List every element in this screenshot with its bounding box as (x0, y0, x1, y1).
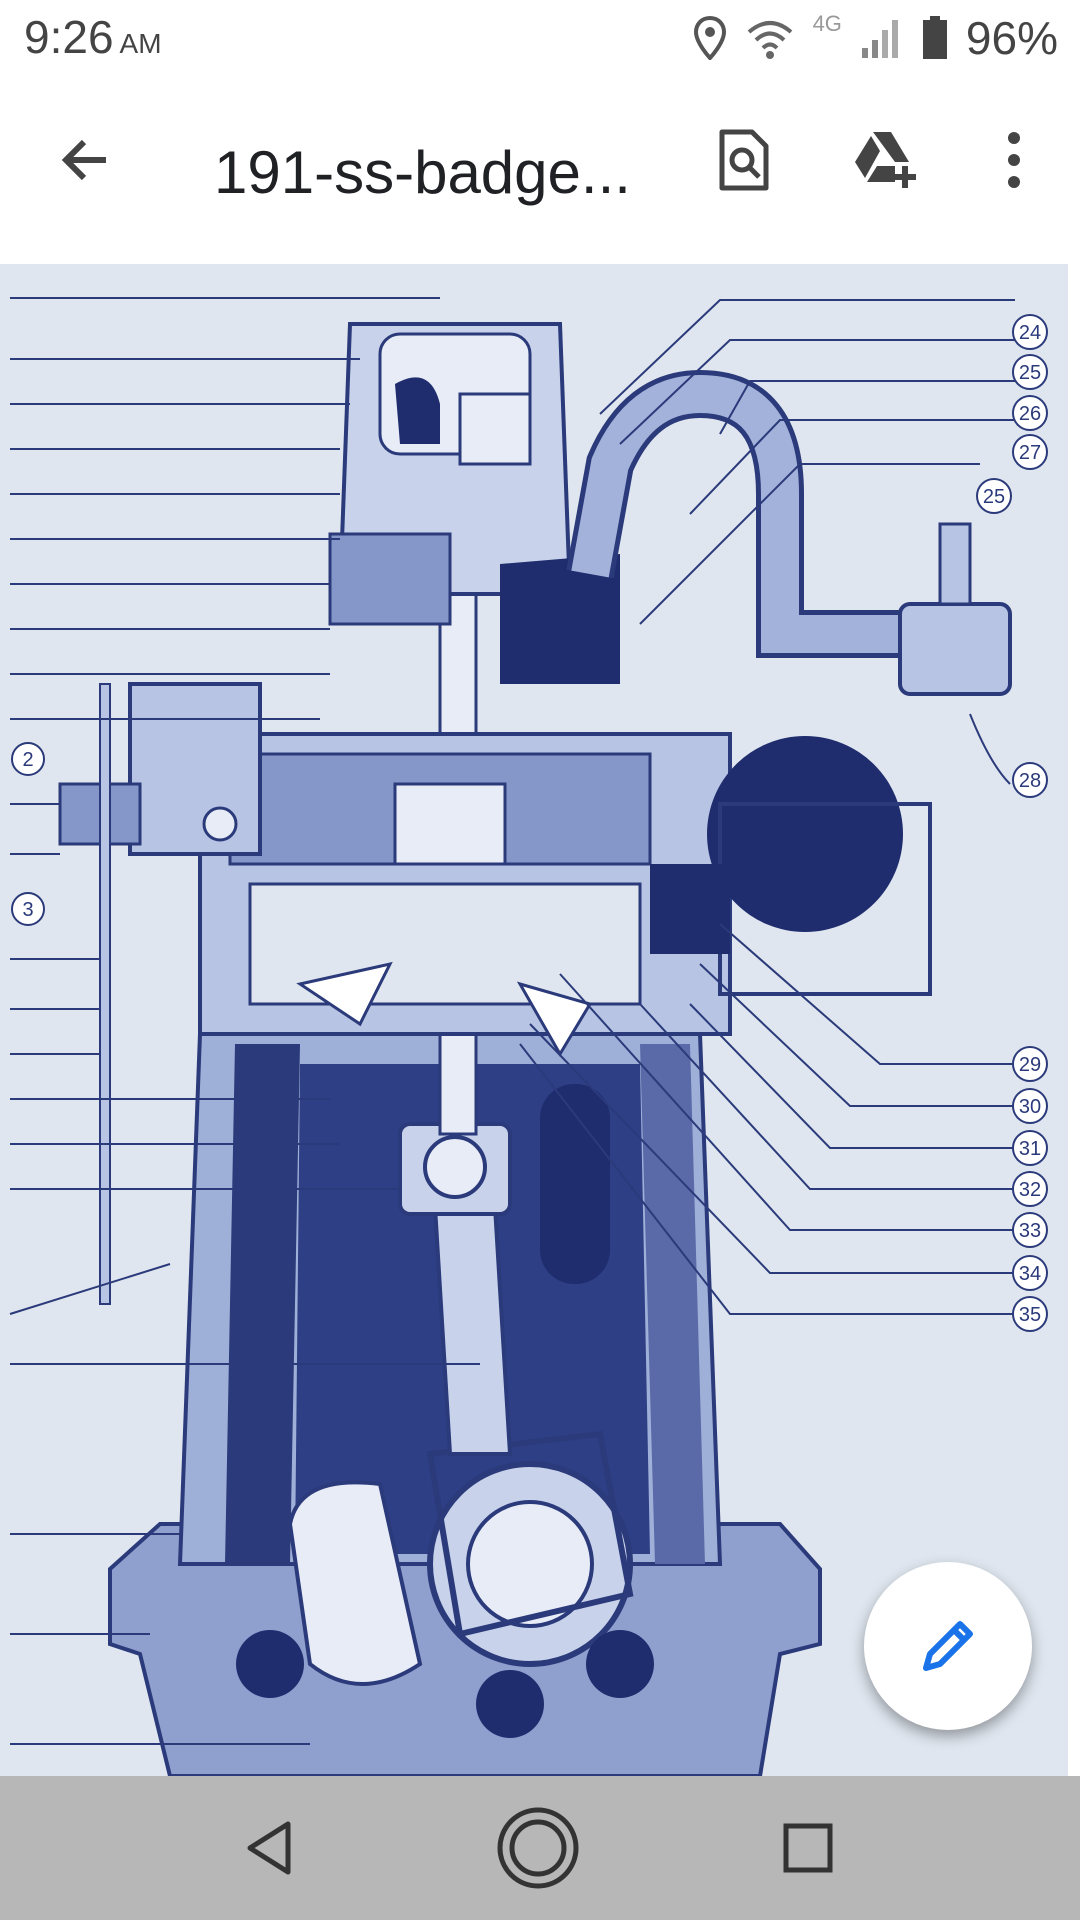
nav-home-button[interactable] (490, 1800, 586, 1896)
callout-label: 32 (1019, 1179, 1041, 1201)
callout-label: 29 (1019, 1054, 1041, 1076)
callout-label: 26 (1019, 403, 1041, 425)
network-type-label: 4G (812, 11, 842, 36)
find-in-page-icon (719, 129, 769, 191)
nav-back-icon (247, 1821, 291, 1875)
engine-cross-section-diagram: 2 3 24 25 26 27 25 28 29 30 31 32 (0, 264, 1080, 1776)
callout-label: 35 (1019, 1304, 1041, 1326)
battery-icon (922, 16, 947, 59)
nav-back-button[interactable] (222, 1800, 318, 1896)
nav-recents-icon (783, 1823, 833, 1873)
callout-label: 28 (1019, 770, 1041, 792)
back-button[interactable] (54, 128, 118, 192)
back-arrow-icon (61, 139, 106, 181)
callout-label: 25 (983, 486, 1005, 508)
nav-recents-button[interactable] (760, 1800, 856, 1896)
status-time-value: 9:26 (24, 11, 114, 63)
more-options-button[interactable] (976, 122, 1052, 198)
battery-percent: 96% (965, 12, 1058, 64)
callout-label: 33 (1019, 1220, 1041, 1242)
status-icons: 4G 96% (693, 8, 1058, 68)
callout-label: 30 (1019, 1096, 1041, 1118)
more-vert-icon (1008, 132, 1020, 188)
document-title: 191-ss-badge... (214, 139, 631, 206)
callout-label: 31 (1019, 1138, 1041, 1160)
callout-label: 24 (1019, 322, 1041, 344)
nav-home-icon (497, 1807, 579, 1889)
find-in-page-button[interactable] (706, 122, 782, 198)
status-time-ampm: AM (119, 28, 162, 59)
callout-label: 25 (1019, 362, 1041, 384)
app-bar: 191-ss-badge... (0, 78, 1080, 264)
callouts-right: 24 25 26 27 25 28 29 30 31 32 33 34 35 (976, 314, 1048, 1332)
callout-label: 2 (22, 749, 33, 771)
edit-fab-button[interactable] (864, 1562, 1032, 1730)
signal-icon (861, 20, 898, 58)
location-icon (693, 16, 726, 60)
add-to-drive-button[interactable] (848, 122, 924, 198)
callouts-left: 2 3 (11, 742, 45, 926)
callout-label: 3 (22, 899, 33, 921)
add-to-drive-icon (855, 132, 916, 188)
edit-pencil-icon (923, 1621, 973, 1671)
callout-label: 27 (1019, 442, 1041, 464)
document-viewer[interactable]: 2 3 24 25 26 27 25 28 29 30 31 32 (0, 264, 1080, 1776)
system-nav-bar (0, 1776, 1080, 1920)
wifi-icon (747, 21, 792, 59)
callout-label: 34 (1019, 1263, 1041, 1285)
